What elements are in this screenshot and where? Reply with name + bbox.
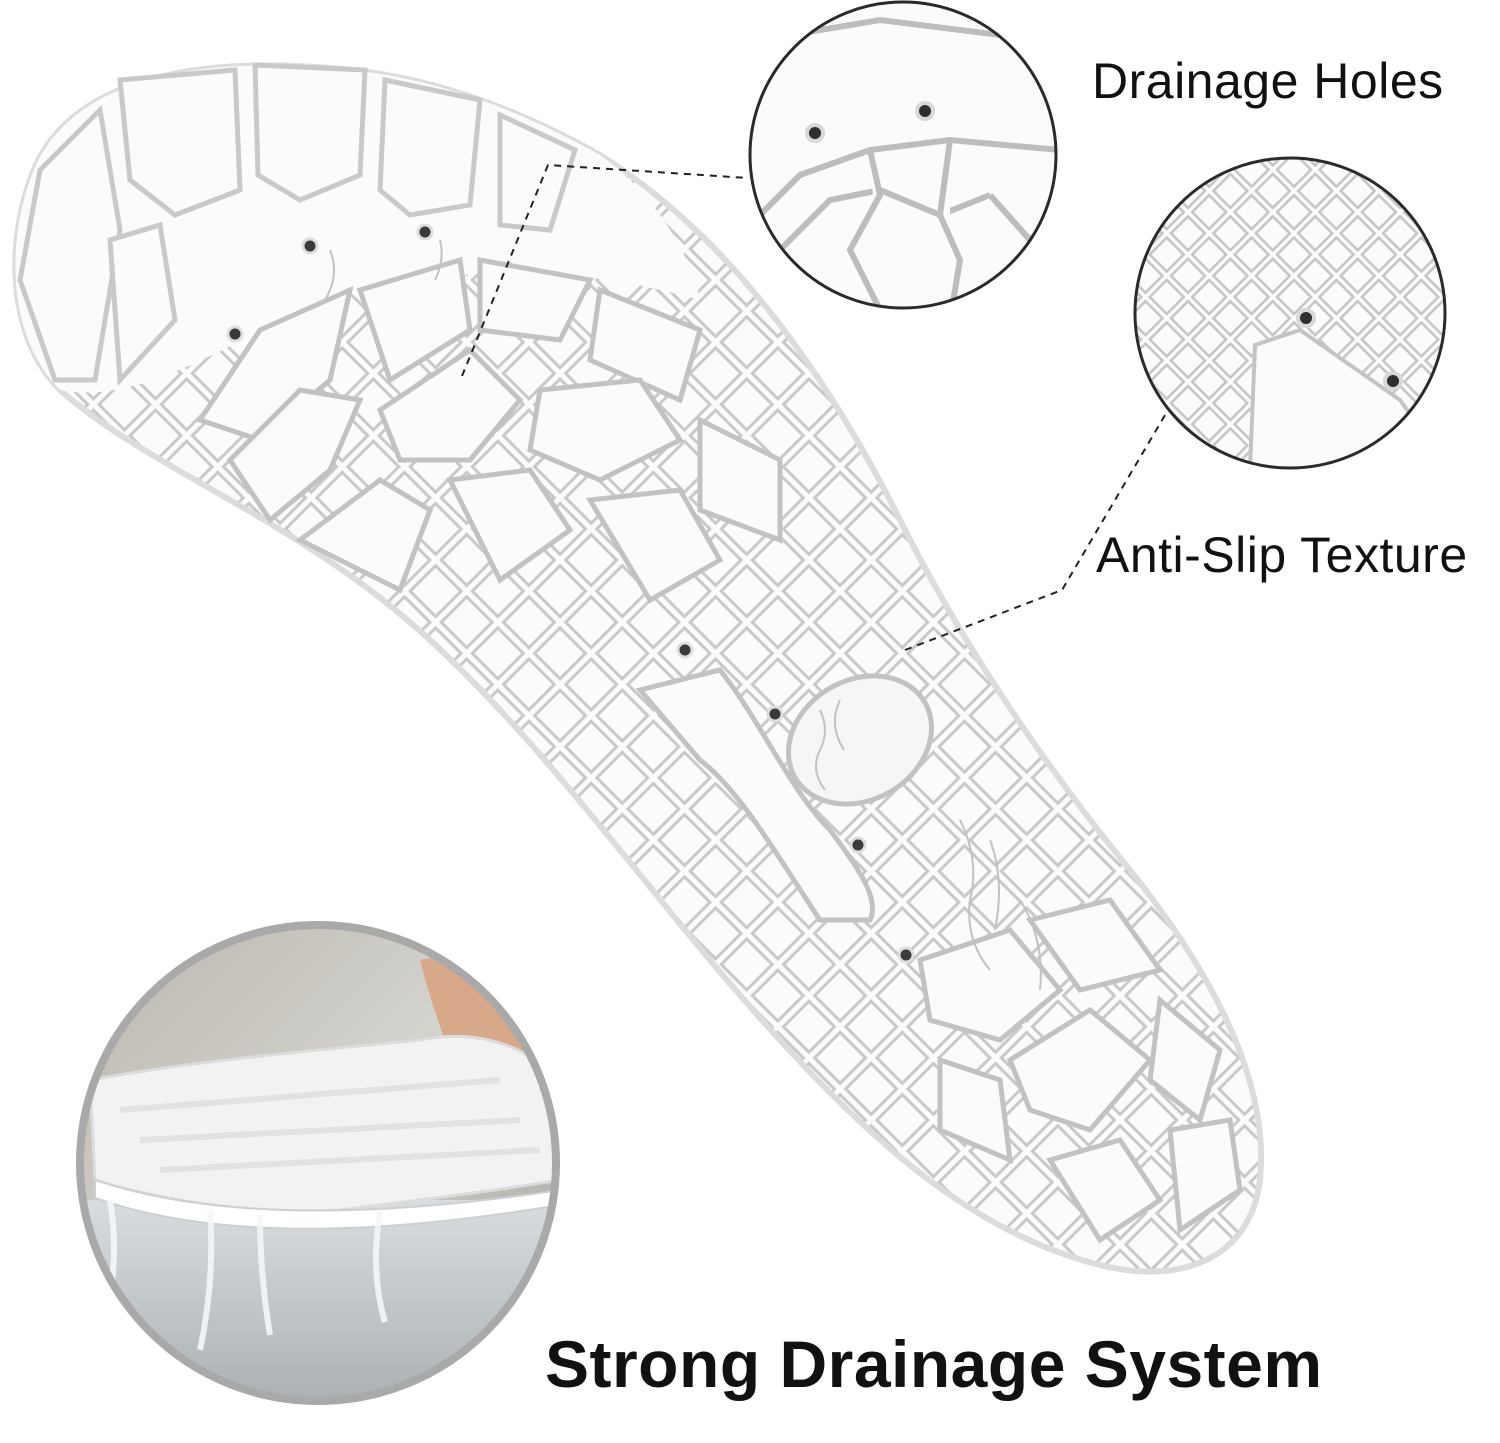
- drainage-hole-icon: [301, 237, 319, 255]
- drainage-hole-icon: [849, 836, 867, 854]
- heel-tread: [917, 897, 1243, 1244]
- water-splash-icon: [324, 239, 1042, 991]
- arch-pad: [635, 667, 876, 923]
- anti-slip-texture-label: Anti-Slip Texture: [1096, 527, 1468, 583]
- forefoot-tread: [196, 256, 783, 604]
- drainage-hole-icon: [805, 123, 825, 143]
- drainage-holes: [226, 223, 915, 964]
- shoe-photo-inset: [76, 921, 560, 1405]
- anti-slip-connector: [904, 409, 1169, 651]
- drainage-connector: [461, 163, 749, 377]
- headline: Strong Drainage System: [545, 1327, 1323, 1401]
- drainage-hole-icon: [766, 705, 784, 723]
- drainage-holes-label: Drainage Holes: [1092, 53, 1444, 109]
- drainage-hole-icon: [915, 101, 935, 121]
- drainage-holes-magnifier: [748, 0, 1058, 310]
- drainage-hole-icon: [416, 223, 434, 241]
- anti-slip-magnifier: [1133, 156, 1447, 470]
- drainage-hole-icon: [897, 946, 915, 964]
- shoe-sole: [12, 62, 1265, 1275]
- drainage-hole-icon: [1296, 308, 1316, 328]
- toe-tread: [17, 62, 579, 386]
- drainage-hole-icon: [676, 641, 694, 659]
- callout-connectors: [461, 163, 1169, 651]
- heel-pad: [785, 673, 935, 807]
- drainage-hole-icon: [1383, 371, 1403, 391]
- drainage-hole-icon: [226, 325, 244, 343]
